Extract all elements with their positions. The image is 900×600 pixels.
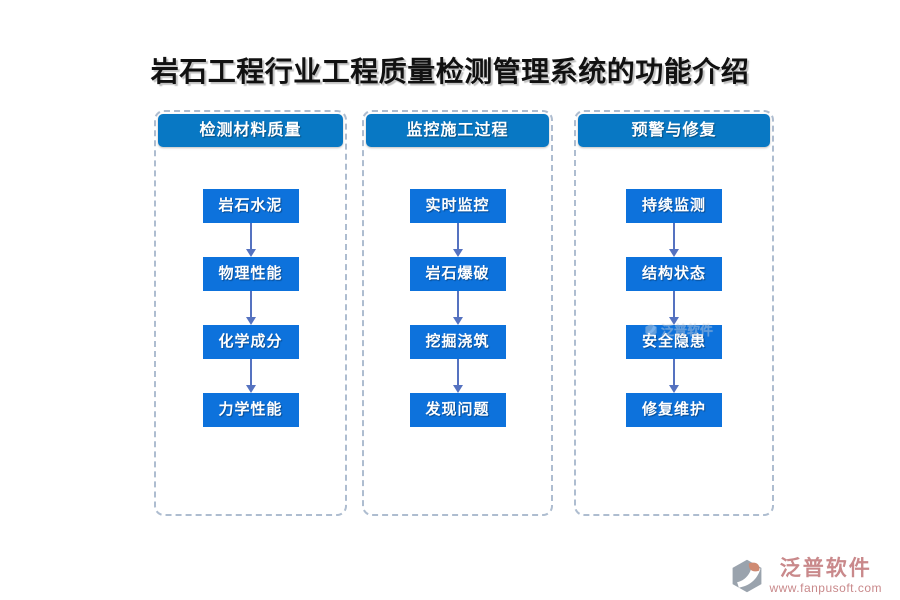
flow-node[interactable]: 实时监控: [409, 189, 506, 223]
down-arrow-icon: [245, 359, 257, 393]
flow-node[interactable]: 结构状态: [626, 257, 722, 291]
flow-node[interactable]: 持续监测: [626, 189, 722, 223]
down-arrow-icon: [245, 291, 257, 325]
brand-footer: 泛普软件 www.fanpusoft.com: [729, 558, 882, 594]
flow-area: 岩石水泥物理性能化学成分力学性能: [156, 147, 345, 427]
column-1: 检测材料质量岩石水泥物理性能化学成分力学性能: [154, 110, 347, 516]
flow-node[interactable]: 力学性能: [202, 393, 299, 427]
column-header[interactable]: 监控施工过程: [366, 114, 549, 147]
flow-node[interactable]: 岩石水泥: [202, 189, 299, 223]
column-header[interactable]: 预警与修复: [578, 114, 770, 147]
flow-node[interactable]: 修复维护: [626, 393, 722, 427]
page-title: 岩石工程行业工程质量检测管理系统的功能介绍: [150, 57, 750, 88]
fanpu-logo-icon: [733, 559, 762, 593]
down-arrow-icon: [452, 359, 464, 393]
column-3: 预警与修复持续监测结构状态安全隐患修复维护: [574, 110, 774, 516]
column-2: 监控施工过程实时监控岩石爆破挖掘浇筑发现问题: [362, 110, 553, 516]
flow-node[interactable]: 挖掘浇筑: [409, 325, 506, 359]
column-header[interactable]: 检测材料质量: [158, 114, 343, 147]
brand-name: 泛普软件: [779, 557, 872, 580]
down-arrow-icon: [452, 291, 464, 325]
flow-node[interactable]: 岩石爆破: [409, 257, 506, 291]
flow-area: 持续监测结构状态安全隐患修复维护: [576, 147, 772, 427]
flow-node[interactable]: 物理性能: [202, 257, 299, 291]
down-arrow-icon: [245, 223, 257, 257]
down-arrow-icon: [668, 223, 680, 257]
down-arrow-icon: [668, 359, 680, 393]
flow-node[interactable]: 安全隐患: [626, 325, 722, 359]
down-arrow-icon: [668, 291, 680, 325]
flow-area: 实时监控岩石爆破挖掘浇筑发现问题: [364, 147, 551, 427]
flow-node[interactable]: 发现问题: [409, 393, 506, 427]
brand-url[interactable]: www.fanpusoft.com: [769, 581, 882, 595]
flow-node[interactable]: 化学成分: [202, 325, 299, 359]
down-arrow-icon: [452, 223, 464, 257]
